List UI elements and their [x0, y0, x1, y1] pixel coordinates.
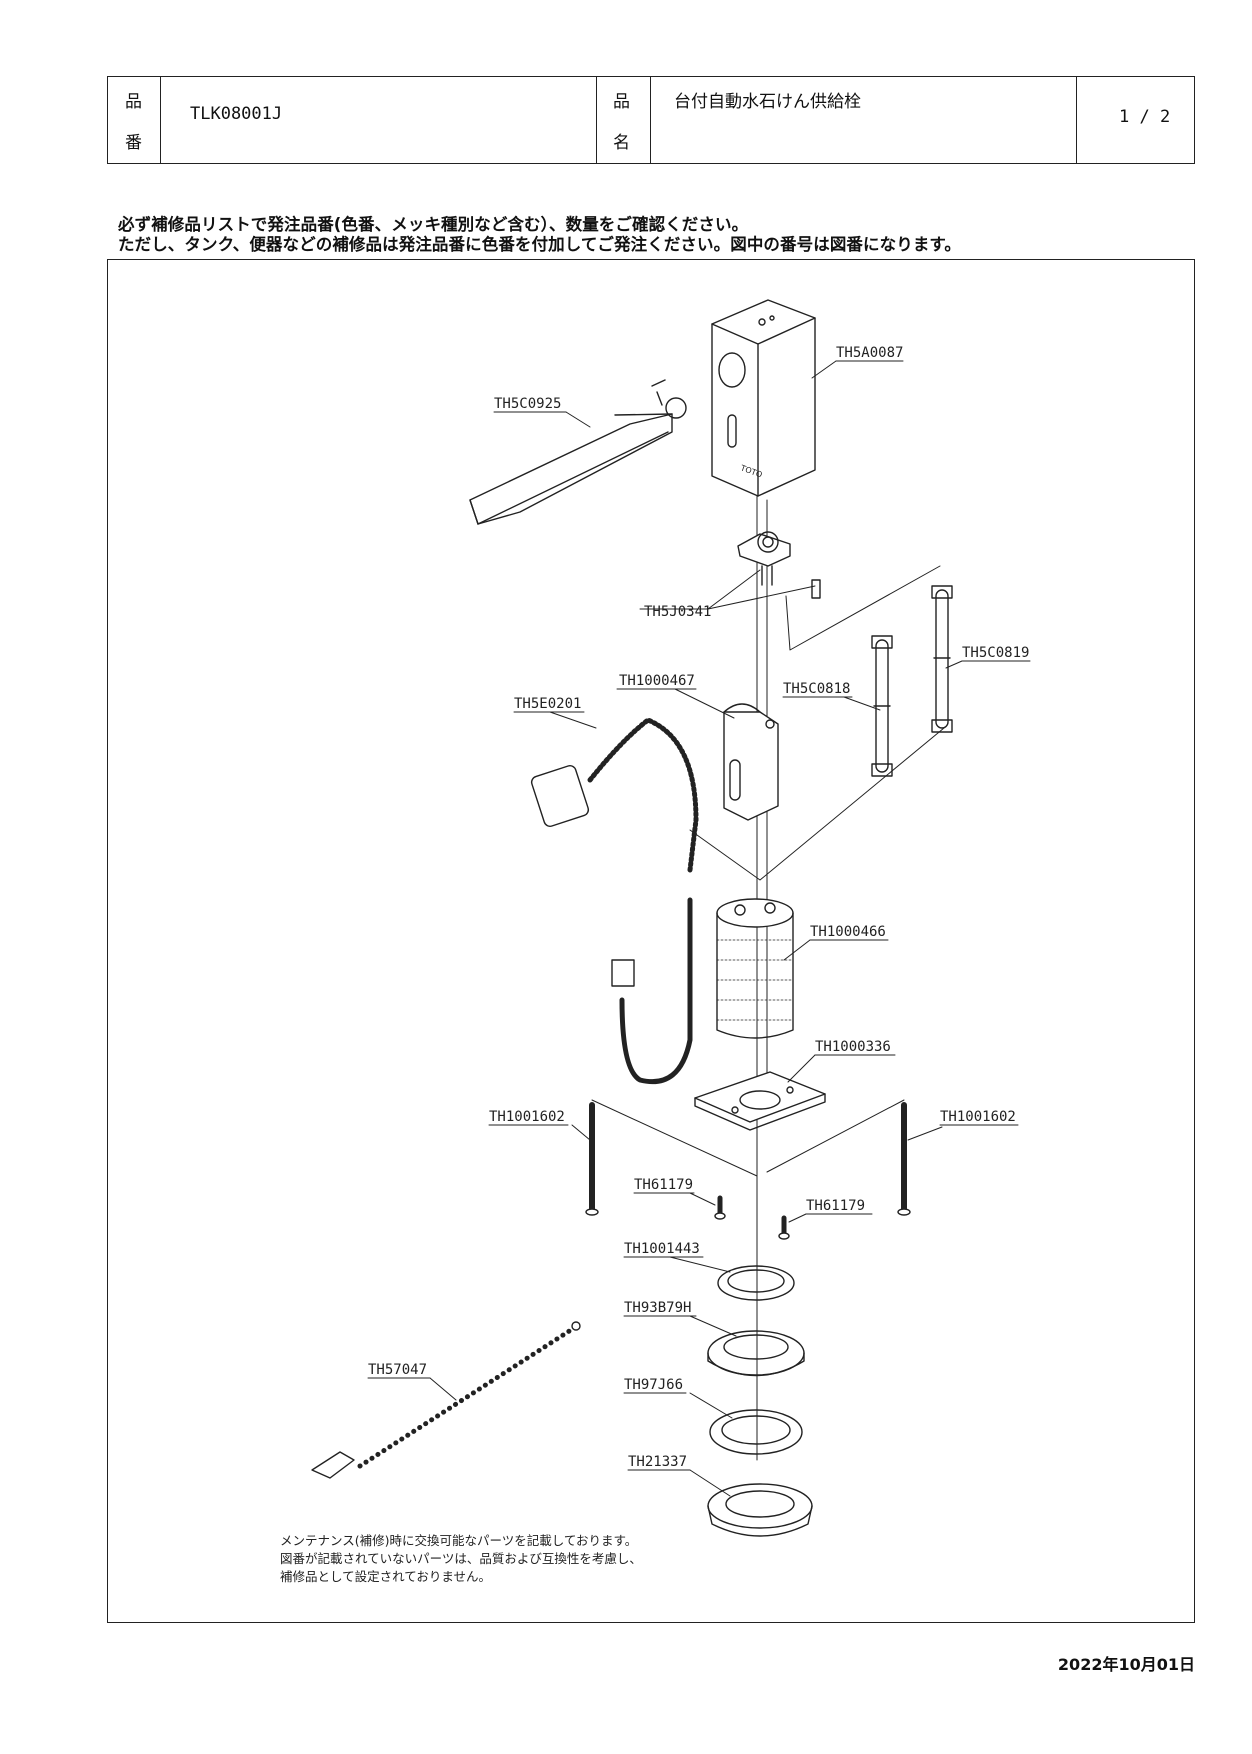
- label-TH61179-left: TH61179: [634, 1177, 693, 1193]
- hose-part-short: [871, 635, 893, 777]
- hose-part-long: [931, 585, 953, 733]
- sensor-body-part: TOTO: [711, 299, 816, 497]
- label-TH5C0819: TH5C0819: [962, 645, 1029, 661]
- part-number-label-1: 品: [125, 92, 142, 112]
- label-TH1001602-left: TH1001602: [489, 1109, 565, 1125]
- label-TH57047: TH57047: [368, 1362, 427, 1378]
- product-name-label-2: 名: [613, 133, 630, 153]
- label-TH21337: TH21337: [628, 1454, 687, 1470]
- spout-part: [469, 379, 687, 525]
- stud-bolt-left: [585, 1102, 599, 1216]
- label-TH1000467: TH1000467: [619, 673, 695, 689]
- bracket-part: [737, 531, 821, 599]
- label-TH5C0925: TH5C0925: [494, 396, 561, 412]
- footnote-line-2: 図番が記載されていないパーツは、品質および互換性を考慮し、: [280, 1551, 642, 1566]
- screw-left: [714, 1195, 726, 1220]
- faucet-body-part: [716, 898, 794, 1039]
- label-TH1001443: TH1001443: [624, 1241, 700, 1257]
- footnote-line-3: 補修品として設定されておりません。: [280, 1569, 492, 1584]
- part-number: TLK08001J: [190, 104, 283, 124]
- label-TH1000336: TH1000336: [815, 1039, 891, 1055]
- label-TH5C0818: TH5C0818: [783, 681, 850, 697]
- label-TH5A0087: TH5A0087: [836, 345, 903, 361]
- part-number-label-2: 番: [125, 133, 142, 153]
- screw-right: [778, 1215, 790, 1240]
- stud-bolt-right: [897, 1102, 911, 1216]
- sensor-cable-part: [530, 717, 699, 1085]
- label-TH5J0341: TH5J0341: [644, 604, 711, 620]
- diagram-frame: [107, 259, 1195, 1623]
- label-TH61179-right: TH61179: [806, 1198, 865, 1214]
- label-TH1000466: TH1000466: [810, 924, 886, 940]
- label-TH93B79H: TH93B79H: [624, 1300, 691, 1316]
- label-TH1001602-right: TH1001602: [940, 1109, 1016, 1125]
- notice-line-2: ただし、タンク、便器などの補修品は発注品番に色番を付加してご発注ください。図中の…: [118, 235, 961, 254]
- washer-TH1001443: [717, 1265, 795, 1301]
- label-TH5E0201: TH5E0201: [514, 696, 581, 712]
- label-TH97J66: TH97J66: [624, 1377, 683, 1393]
- nut-TH21337: [707, 1483, 813, 1537]
- title-block: 品 番 TLK08001J 品 名 台付自動水石けん供給栓 1 / 2: [107, 76, 1195, 164]
- washer-TH97J66: [709, 1409, 803, 1455]
- notice-line-1: 必ず補修品リストで発注品番(色番、メッキ種別など含む）、数量をご確認ください。: [118, 215, 749, 234]
- sleeve-part: [723, 703, 779, 821]
- leader-lines: [429, 360, 963, 1497]
- issue-date: 2022年10月01日: [1057, 1655, 1195, 1674]
- product-name-label-1: 品: [613, 92, 630, 112]
- footnote-line-1: メンテナンス(補修)時に交換可能なパーツを記載しております。: [280, 1533, 638, 1548]
- product-name: 台付自動水石けん供給栓: [674, 92, 861, 112]
- chain-part: [311, 1321, 581, 1479]
- washer-TH93B79H: [707, 1330, 805, 1377]
- base-plate-part: [694, 1071, 826, 1131]
- page-number: 1 / 2: [1119, 107, 1171, 127]
